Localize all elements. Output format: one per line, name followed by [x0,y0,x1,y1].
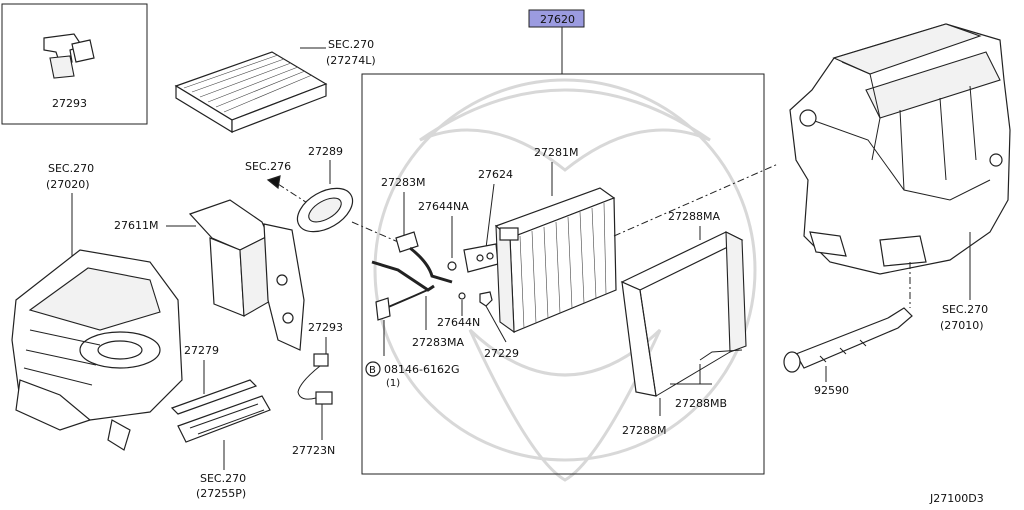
connector-clip-part [43,33,95,79]
sec-270-label-d[interactable]: SEC.270 [942,303,988,316]
evaporator-core-27281M-part [494,187,617,334]
arrow-icon [266,175,281,190]
part-label-27293[interactable]: 27293 [308,321,343,334]
hvac-housing-part [789,23,1011,275]
sec-270-label-a[interactable]: SEC.270 [328,38,374,51]
part-label-27283M[interactable]: 27283M [381,176,425,189]
part-label-92590[interactable]: 92590 [814,384,849,397]
evaporator-group-box [361,73,765,475]
part-label-27289[interactable]: 27289 [308,145,343,158]
part-label-27293-inset[interactable]: 27293 [52,97,87,110]
duct-27611M-part [188,199,305,351]
bolt-marker-circle [365,361,381,377]
expansion-valve-27624-part [463,243,499,273]
part-label-27288MA[interactable]: 27288MA [668,210,720,223]
inset-box [1,3,148,125]
blower-unit-part [11,249,183,451]
part-label-27229[interactable]: 27229 [484,347,519,360]
part-label-27644N[interactable]: 27644N [437,316,480,329]
gasket-27279-part [170,379,271,443]
part-label-27288MB[interactable]: 27288MB [675,397,727,410]
drain-hose-92590-part [783,307,913,373]
part-label-27624[interactable]: 27624 [478,168,513,181]
bolt-marker-letter: B [369,365,376,376]
oring-27644N-part [458,292,466,300]
part-label-27644NA[interactable]: 27644NA [418,200,469,213]
sec-270-label-b[interactable]: SEC.270 [48,162,94,175]
diagram-code-label: J27100D3 [929,492,984,505]
oring-27644NA-part [447,261,457,271]
bolt-part [375,297,391,321]
seal-27288MA-part [620,231,747,397]
part-label-27283MA[interactable]: 27283MA [412,336,464,349]
sec-276-label[interactable]: SEC.276 [245,160,291,173]
part-label-27723N[interactable]: 27723N [292,444,335,457]
cabin-filter-part [174,51,328,134]
bolt-quantity-label: (1) [386,378,400,389]
sec-270-label-c[interactable]: SEC.270 [200,472,246,485]
pipe-27283M-part [371,231,453,309]
part-label-27611M[interactable]: 27611M [114,219,158,232]
ref-27274L-label: (27274L) [326,54,376,67]
part-label-27288M[interactable]: 27288M [622,424,666,437]
highlight-box[interactable] [528,9,585,28]
ref-27010-label: (27010) [940,319,984,332]
bolt-part-number-label[interactable]: 08146-6162G [384,363,459,376]
part-label-27620[interactable]: 27620 [540,13,575,26]
part-label-27281M[interactable]: 27281M [534,146,578,159]
grommet-27289-part [296,187,354,233]
ref-27255P-label: (27255P) [196,487,246,500]
part-label-27279[interactable]: 27279 [184,344,219,357]
screw-27229-part [479,291,493,307]
watermark-emblem [373,78,757,482]
sensor-harness-part [297,353,333,405]
ref-27020-label: (27020) [46,178,90,191]
